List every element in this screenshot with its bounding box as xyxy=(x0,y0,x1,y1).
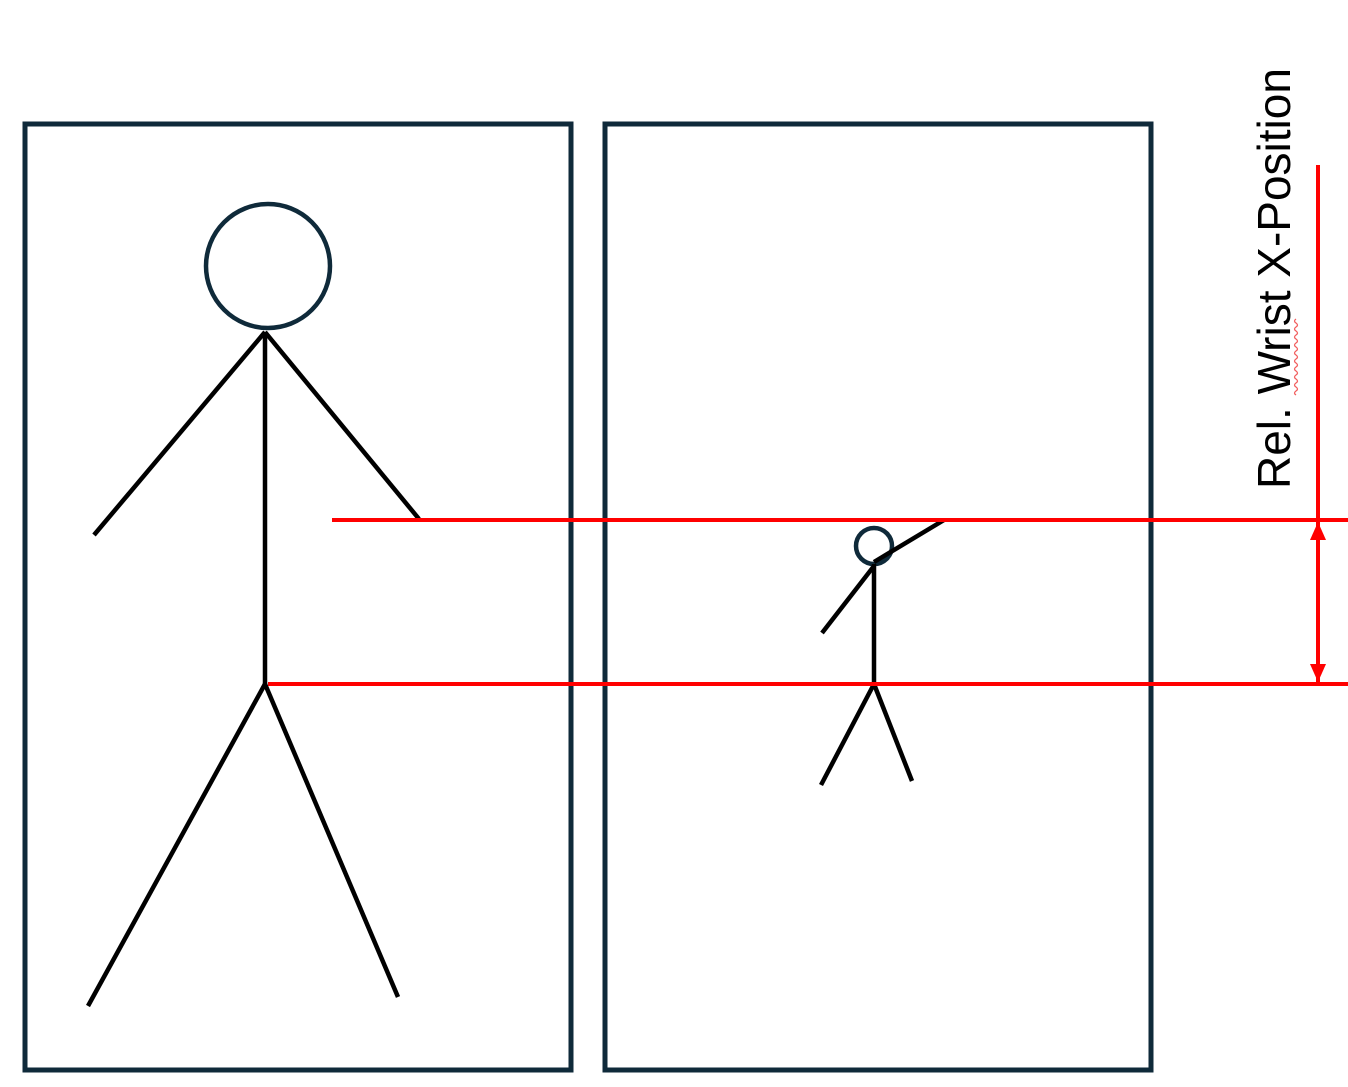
measurement-label: Rel. Wrist X-Position xyxy=(1248,68,1300,489)
large-figure-right-arm xyxy=(263,330,421,521)
large-figure-head xyxy=(203,201,333,331)
small-stick-figure xyxy=(819,518,946,787)
right-panel xyxy=(602,121,1154,1073)
small-figure-left-leg xyxy=(819,682,876,787)
large-figure-left-leg xyxy=(86,682,267,1008)
left-frame xyxy=(22,121,574,1073)
measurement-label-group: Rel. Wrist X-Position xyxy=(1248,68,1300,489)
large-stick-figure xyxy=(86,201,421,1008)
small-figure-raised-arm xyxy=(872,518,946,564)
arrowhead-down-icon xyxy=(1310,664,1326,682)
small-figure-head xyxy=(853,525,895,567)
arrowhead-up-icon xyxy=(1310,522,1326,540)
small-figure-right-leg xyxy=(871,683,915,782)
spellcheck-underline xyxy=(1293,318,1299,396)
measurement-guides xyxy=(268,165,1348,686)
small-figure-left-arm xyxy=(820,564,876,635)
right-frame xyxy=(602,121,1154,1073)
left-panel xyxy=(22,121,574,1073)
large-figure-right-leg xyxy=(262,683,401,998)
large-figure-left-arm xyxy=(92,330,267,537)
